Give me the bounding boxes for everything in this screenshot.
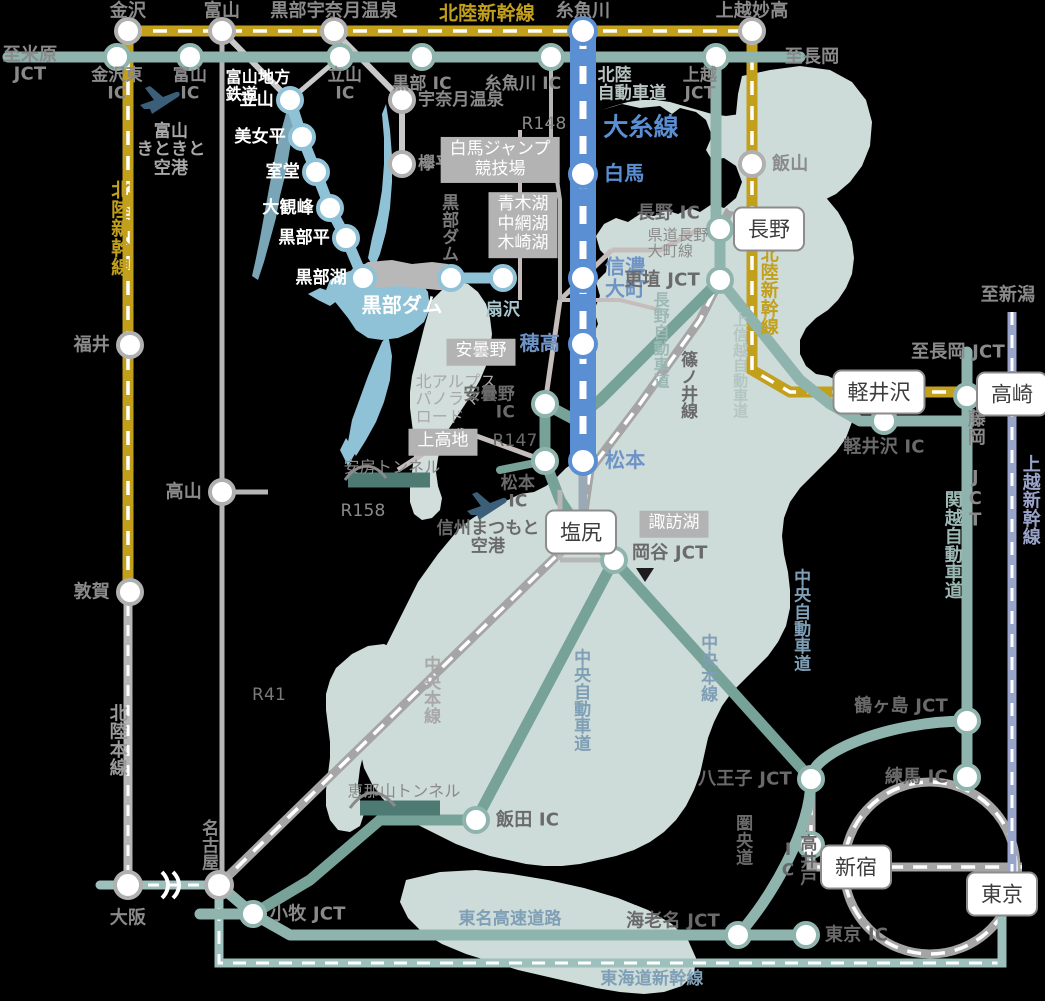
tag-aokiko-nakatsunako-kizakiko: 青木湖 中網湖 木崎湖 xyxy=(488,192,558,258)
station-unazuki-onsen-marker[interactable] xyxy=(388,86,416,114)
station-nagano-ic-marker[interactable] xyxy=(706,215,734,243)
station-takaido-ic-marker[interactable] xyxy=(797,831,825,859)
station-toyama-ic-marker[interactable] xyxy=(176,43,204,71)
station-bijodaira-marker[interactable] xyxy=(288,123,316,151)
station-itoigawa-marker[interactable] xyxy=(568,16,598,46)
station-joetsu-myoko-marker[interactable] xyxy=(738,17,766,45)
station-hakuba-marker[interactable] xyxy=(568,159,598,189)
bubble-shiojiri[interactable]: 塩尻 xyxy=(545,509,617,555)
station-ebina-jct-marker[interactable] xyxy=(724,921,752,949)
bubble-takasaki[interactable]: 高崎 xyxy=(976,371,1045,417)
station-iida-ic-marker[interactable] xyxy=(462,806,490,834)
station-murodo-marker[interactable] xyxy=(302,158,330,186)
airplane-icon xyxy=(465,489,509,527)
map-marker-triangles xyxy=(636,568,654,582)
bubble-karuizawa[interactable]: 軽井沢 xyxy=(832,369,926,415)
station-kurobe-ic-marker[interactable] xyxy=(408,43,436,71)
airplane-icon xyxy=(138,83,182,121)
tag-suwako: 諏訪湖 xyxy=(639,510,709,538)
station-komaki-jct-marker[interactable] xyxy=(239,900,267,928)
station-kanazawa-marker[interactable] xyxy=(114,17,142,45)
bubble-shinjuku[interactable]: 新宿 xyxy=(820,844,892,890)
station-keyakidaira-marker[interactable] xyxy=(388,150,416,178)
station-kurobeko-marker[interactable] xyxy=(349,264,377,292)
station-joetsu-jct-marker[interactable] xyxy=(702,43,730,71)
station-hotaka-marker[interactable] xyxy=(568,329,598,359)
bubble-tokyo[interactable]: 東京 xyxy=(966,871,1038,917)
station-osaka-marker[interactable] xyxy=(113,870,143,900)
station-matsumoto-marker[interactable] xyxy=(568,446,598,476)
station-kurobedaira-marker[interactable] xyxy=(332,224,360,252)
bubble-nagano[interactable]: 長野 xyxy=(733,206,805,252)
station-tsuruga-marker[interactable] xyxy=(116,578,144,606)
tunnel-segments xyxy=(343,464,440,816)
station-iiyama-marker[interactable] xyxy=(738,150,766,178)
station-koshoku-jct-marker[interactable] xyxy=(706,266,734,294)
station-fukui-marker[interactable] xyxy=(116,331,144,359)
station-toyama-marker[interactable] xyxy=(208,17,236,45)
station-itoigawa-ic-marker[interactable] xyxy=(537,43,565,71)
station-kanazawa-higashi-ic-marker[interactable] xyxy=(103,43,131,71)
station-kurobe-unazuki-onsen-marker[interactable] xyxy=(320,17,348,45)
station-ogizawa-marker[interactable] xyxy=(489,264,517,292)
station-hachioji-jct-marker[interactable] xyxy=(797,765,825,793)
station-tokyo-ic-marker[interactable] xyxy=(792,921,820,949)
station-kurobe-dam-marker[interactable] xyxy=(437,264,465,292)
station-nerima-ic-marker[interactable] xyxy=(953,763,981,791)
station-tsurugashima-jct-marker[interactable] xyxy=(953,707,981,735)
station-azumino-ic-marker[interactable] xyxy=(531,390,559,418)
station-nagoya-marker[interactable] xyxy=(204,870,234,900)
tag-kamikochi: 上高地 xyxy=(408,428,478,456)
station-tateyama-ic-marker[interactable] xyxy=(326,43,354,71)
tag-azumino: 安曇野 xyxy=(446,338,516,366)
line-break-marks xyxy=(160,870,181,900)
station-tateyama-marker[interactable] xyxy=(276,86,304,114)
station-takayama-marker[interactable] xyxy=(208,478,236,506)
station-shinano-omachi-marker[interactable] xyxy=(568,263,598,293)
station-daikanbo-marker[interactable] xyxy=(316,194,344,222)
tag-hakuba-ski-jumping-stadium: 白馬ジャンプ 競技場 xyxy=(440,136,560,184)
station-matsumoto-ic-marker[interactable] xyxy=(531,447,559,475)
